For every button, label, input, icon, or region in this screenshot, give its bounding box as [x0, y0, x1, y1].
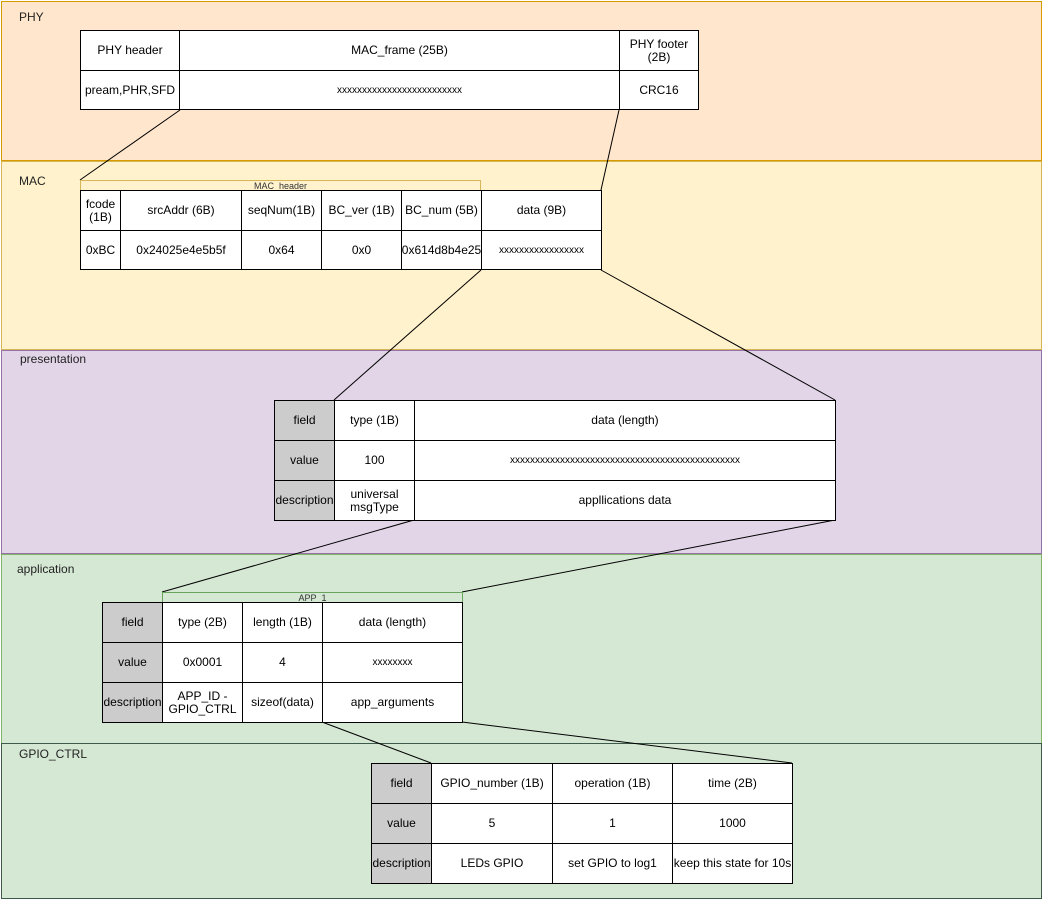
- app-value-label: value: [102, 642, 163, 683]
- pres-data-value: xxxxxxxxxxxxxxxxxxxxxxxxxxxxxxxxxxxxxxxx…: [414, 440, 836, 481]
- mac-srcaddr-value: 0x24025e4e5b5f: [120, 230, 242, 270]
- gpio-time-header: time (2B): [672, 763, 793, 804]
- connector-mac-pres-left: [333, 269, 482, 401]
- gpio-ctrl-layer-label: GPIO_CTRL: [19, 747, 88, 761]
- connector-pres-app-left: [161, 519, 415, 593]
- connector-pres-app-right: [461, 519, 836, 593]
- app-data-description: app_arguments: [322, 682, 463, 723]
- app-length-header: length (1B): [242, 602, 323, 643]
- phy-footer-cell: PHY footer (2B): [619, 30, 699, 71]
- pres-description-label: description: [274, 480, 335, 521]
- app-field-label: field: [102, 602, 163, 643]
- mac-srcaddr-header: srcAddr (6B): [120, 190, 242, 231]
- mac-bcnum-header: BC_num (5B): [401, 190, 482, 231]
- gpio-number-description: LEDs GPIO: [431, 843, 553, 884]
- phy-footer-value-cell: CRC16: [619, 70, 699, 110]
- mac-bcver-header: BC_ver (1B): [321, 190, 402, 231]
- pres-type-description: universal msgType: [334, 480, 415, 521]
- app-length-description: sizeof(data): [242, 682, 323, 723]
- gpio-description-label: description: [371, 843, 432, 884]
- gpio-number-value: 5: [431, 803, 553, 844]
- mac-layer-label: MAC: [19, 174, 46, 188]
- mac-header-group: MAC_header: [80, 180, 481, 191]
- mac-bcnum-value: 0x614d8b4e25: [401, 230, 482, 270]
- gpio-operation-value: 1: [552, 803, 673, 844]
- app-type-description: APP_ID - GPIO_CTRL: [162, 682, 243, 723]
- mac-frame-cell: MAC_frame (25B): [179, 30, 620, 71]
- presentation-layer-label: presentation: [20, 352, 87, 366]
- connector-app-gpio-right: [461, 721, 793, 764]
- mac-fcode-value: 0xBC: [80, 230, 121, 270]
- app-type-header: type (2B): [162, 602, 243, 643]
- gpio-field-label: field: [371, 763, 432, 804]
- mac-data-value: xxxxxxxxxxxxxxxxx: [481, 230, 602, 270]
- connector-phy-mac-left: [79, 109, 181, 181]
- mac-bcver-value: 0x0: [321, 230, 402, 270]
- mac-data-header: data (9B): [481, 190, 602, 231]
- app-description-label: description: [102, 682, 163, 723]
- gpio-time-value: 1000: [672, 803, 793, 844]
- connector-mac-pres-right: [600, 269, 836, 401]
- connector-phy-mac-right: [600, 109, 620, 191]
- app-data-header: data (length): [322, 602, 463, 643]
- gpio-time-description: keep this state for 10s: [672, 843, 793, 884]
- app-length-value: 4: [242, 642, 323, 683]
- gpio-value-label: value: [371, 803, 432, 844]
- app-type-value: 0x0001: [162, 642, 243, 683]
- mac-fcode-header: fcode (1B): [80, 190, 121, 231]
- app-group: APP_1: [162, 592, 463, 603]
- gpio-operation-header: operation (1B): [552, 763, 673, 804]
- phy-header-value-cell: pream,PHR,SFD: [80, 70, 180, 110]
- mac-seqnum-value: 0x64: [241, 230, 322, 270]
- mac-header-group-label: MAC_header: [253, 181, 308, 191]
- connector-app-gpio-left: [321, 721, 432, 764]
- pres-field-label: field: [274, 400, 335, 441]
- phy-header-cell: PHY header: [80, 30, 180, 71]
- pres-value-label: value: [274, 440, 335, 481]
- mac-frame-value-cell: xxxxxxxxxxxxxxxxxxxxxxxxx: [179, 70, 620, 110]
- pres-data-header: data (length): [414, 400, 836, 441]
- mac-seqnum-header: seqNum(1B): [241, 190, 322, 231]
- pres-type-header: type (1B): [334, 400, 415, 441]
- application-layer-label: application: [17, 562, 75, 576]
- app-group-label: APP_1: [298, 593, 327, 603]
- app-data-value: xxxxxxxx: [322, 642, 463, 683]
- pres-type-value: 100: [334, 440, 415, 481]
- pres-data-description: appllications data: [414, 480, 836, 521]
- phy-layer-label: PHY: [19, 10, 44, 24]
- gpio-number-header: GPIO_number (1B): [431, 763, 553, 804]
- gpio-operation-description: set GPIO to log1: [552, 843, 673, 884]
